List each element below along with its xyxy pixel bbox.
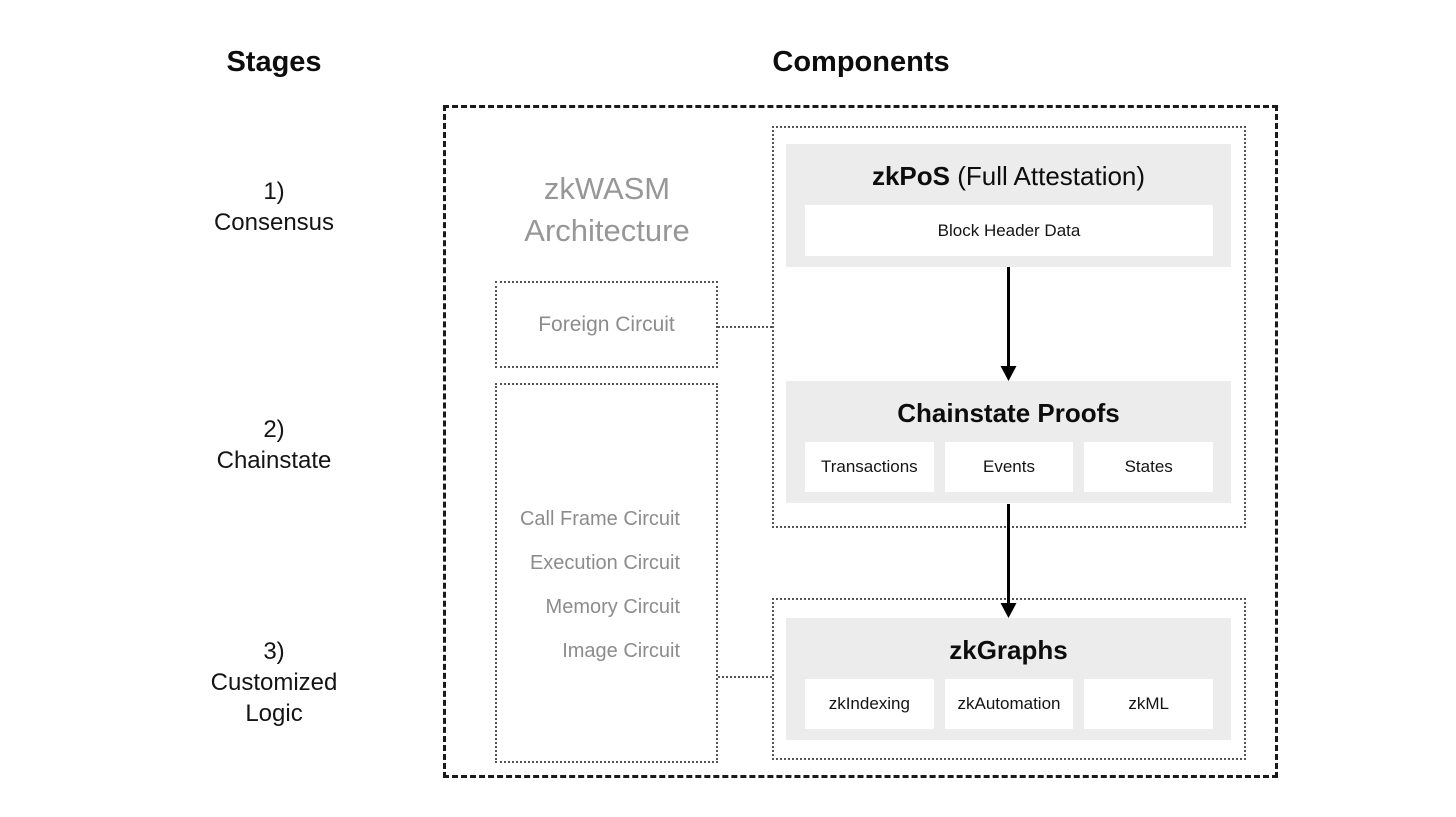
zkwasm-title-line1: zkWASM [543, 171, 671, 206]
call-frame-circuit-label: Call Frame Circuit [519, 508, 680, 530]
stage-3-number: 3) [263, 638, 285, 665]
zkml-box: zkML [1084, 679, 1214, 729]
stage-3-customized-logic: 3) Customized Logic [194, 636, 354, 729]
zkpos-panel: zkPoS (Full Attestation) Block Header Da… [786, 144, 1231, 267]
foreign-circuit-label: Foreign Circuit [538, 312, 675, 336]
transactions-box: Transactions [805, 442, 934, 492]
zkml-label: zkML [1128, 694, 1169, 713]
zkindexing-box: zkIndexing [805, 679, 934, 729]
states-box: States [1084, 442, 1214, 492]
connector-foreign-to-zkpos [718, 326, 772, 328]
execution-circuit-label: Execution Circuit [529, 552, 680, 574]
chainstate-items-row: Transactions Events States [805, 442, 1214, 492]
foreign-circuit-box: Foreign Circuit [495, 281, 718, 368]
stage-2-label: Chainstate [216, 447, 332, 474]
components-dashed-container [443, 105, 1278, 778]
stage-1-number: 1) [263, 178, 285, 205]
zkwasm-architecture-title: zkWASM Architecture [457, 168, 757, 252]
zkgraphs-panel: zkGraphs zkIndexing zkAutomation zkML [786, 618, 1231, 740]
zkgraphs-items-row: zkIndexing zkAutomation zkML [805, 679, 1214, 729]
stage-1-label: Consensus [213, 209, 335, 236]
events-label: Events [983, 457, 1035, 476]
block-header-data-box: Block Header Data [805, 205, 1213, 256]
stage-2-number: 2) [263, 416, 285, 443]
stage-1-consensus: 1) Consensus [194, 176, 354, 238]
stage-2-chainstate: 2) Chainstate [194, 414, 354, 476]
stage-3-label: Customized Logic [210, 669, 338, 727]
transactions-label: Transactions [820, 457, 918, 476]
zkpos-panel-title: zkPoS (Full Attestation) [786, 144, 1231, 192]
zkwasm-circuits-box: Call Frame Circuit Execution Circuit Mem… [495, 383, 718, 763]
zkpos-title-rest: (Full Attestation) [949, 161, 1146, 191]
zkindexing-label: zkIndexing [828, 694, 910, 713]
states-label: States [1124, 457, 1173, 476]
chainstate-proofs-title: Chainstate Proofs [897, 398, 1120, 428]
zkgraphs-title: zkGraphs [949, 635, 1068, 665]
zkautomation-label: zkAutomation [957, 694, 1061, 713]
zkautomation-box: zkAutomation [944, 679, 1074, 729]
block-header-data-label: Block Header Data [937, 220, 1081, 240]
components-column-header: Components [772, 46, 950, 78]
chainstate-proofs-panel: Chainstate Proofs Transactions Events St… [786, 381, 1231, 503]
memory-circuit-label: Memory Circuit [545, 596, 680, 618]
events-box: Events [944, 442, 1074, 492]
zkwasm-title-line2: Architecture [524, 213, 690, 248]
zkpos-title-bold: zkPoS [871, 161, 950, 191]
stages-column-header: Stages [226, 46, 322, 78]
connector-circuits-to-zkgraphs [718, 676, 772, 678]
image-circuit-label: Image Circuit [562, 640, 680, 662]
